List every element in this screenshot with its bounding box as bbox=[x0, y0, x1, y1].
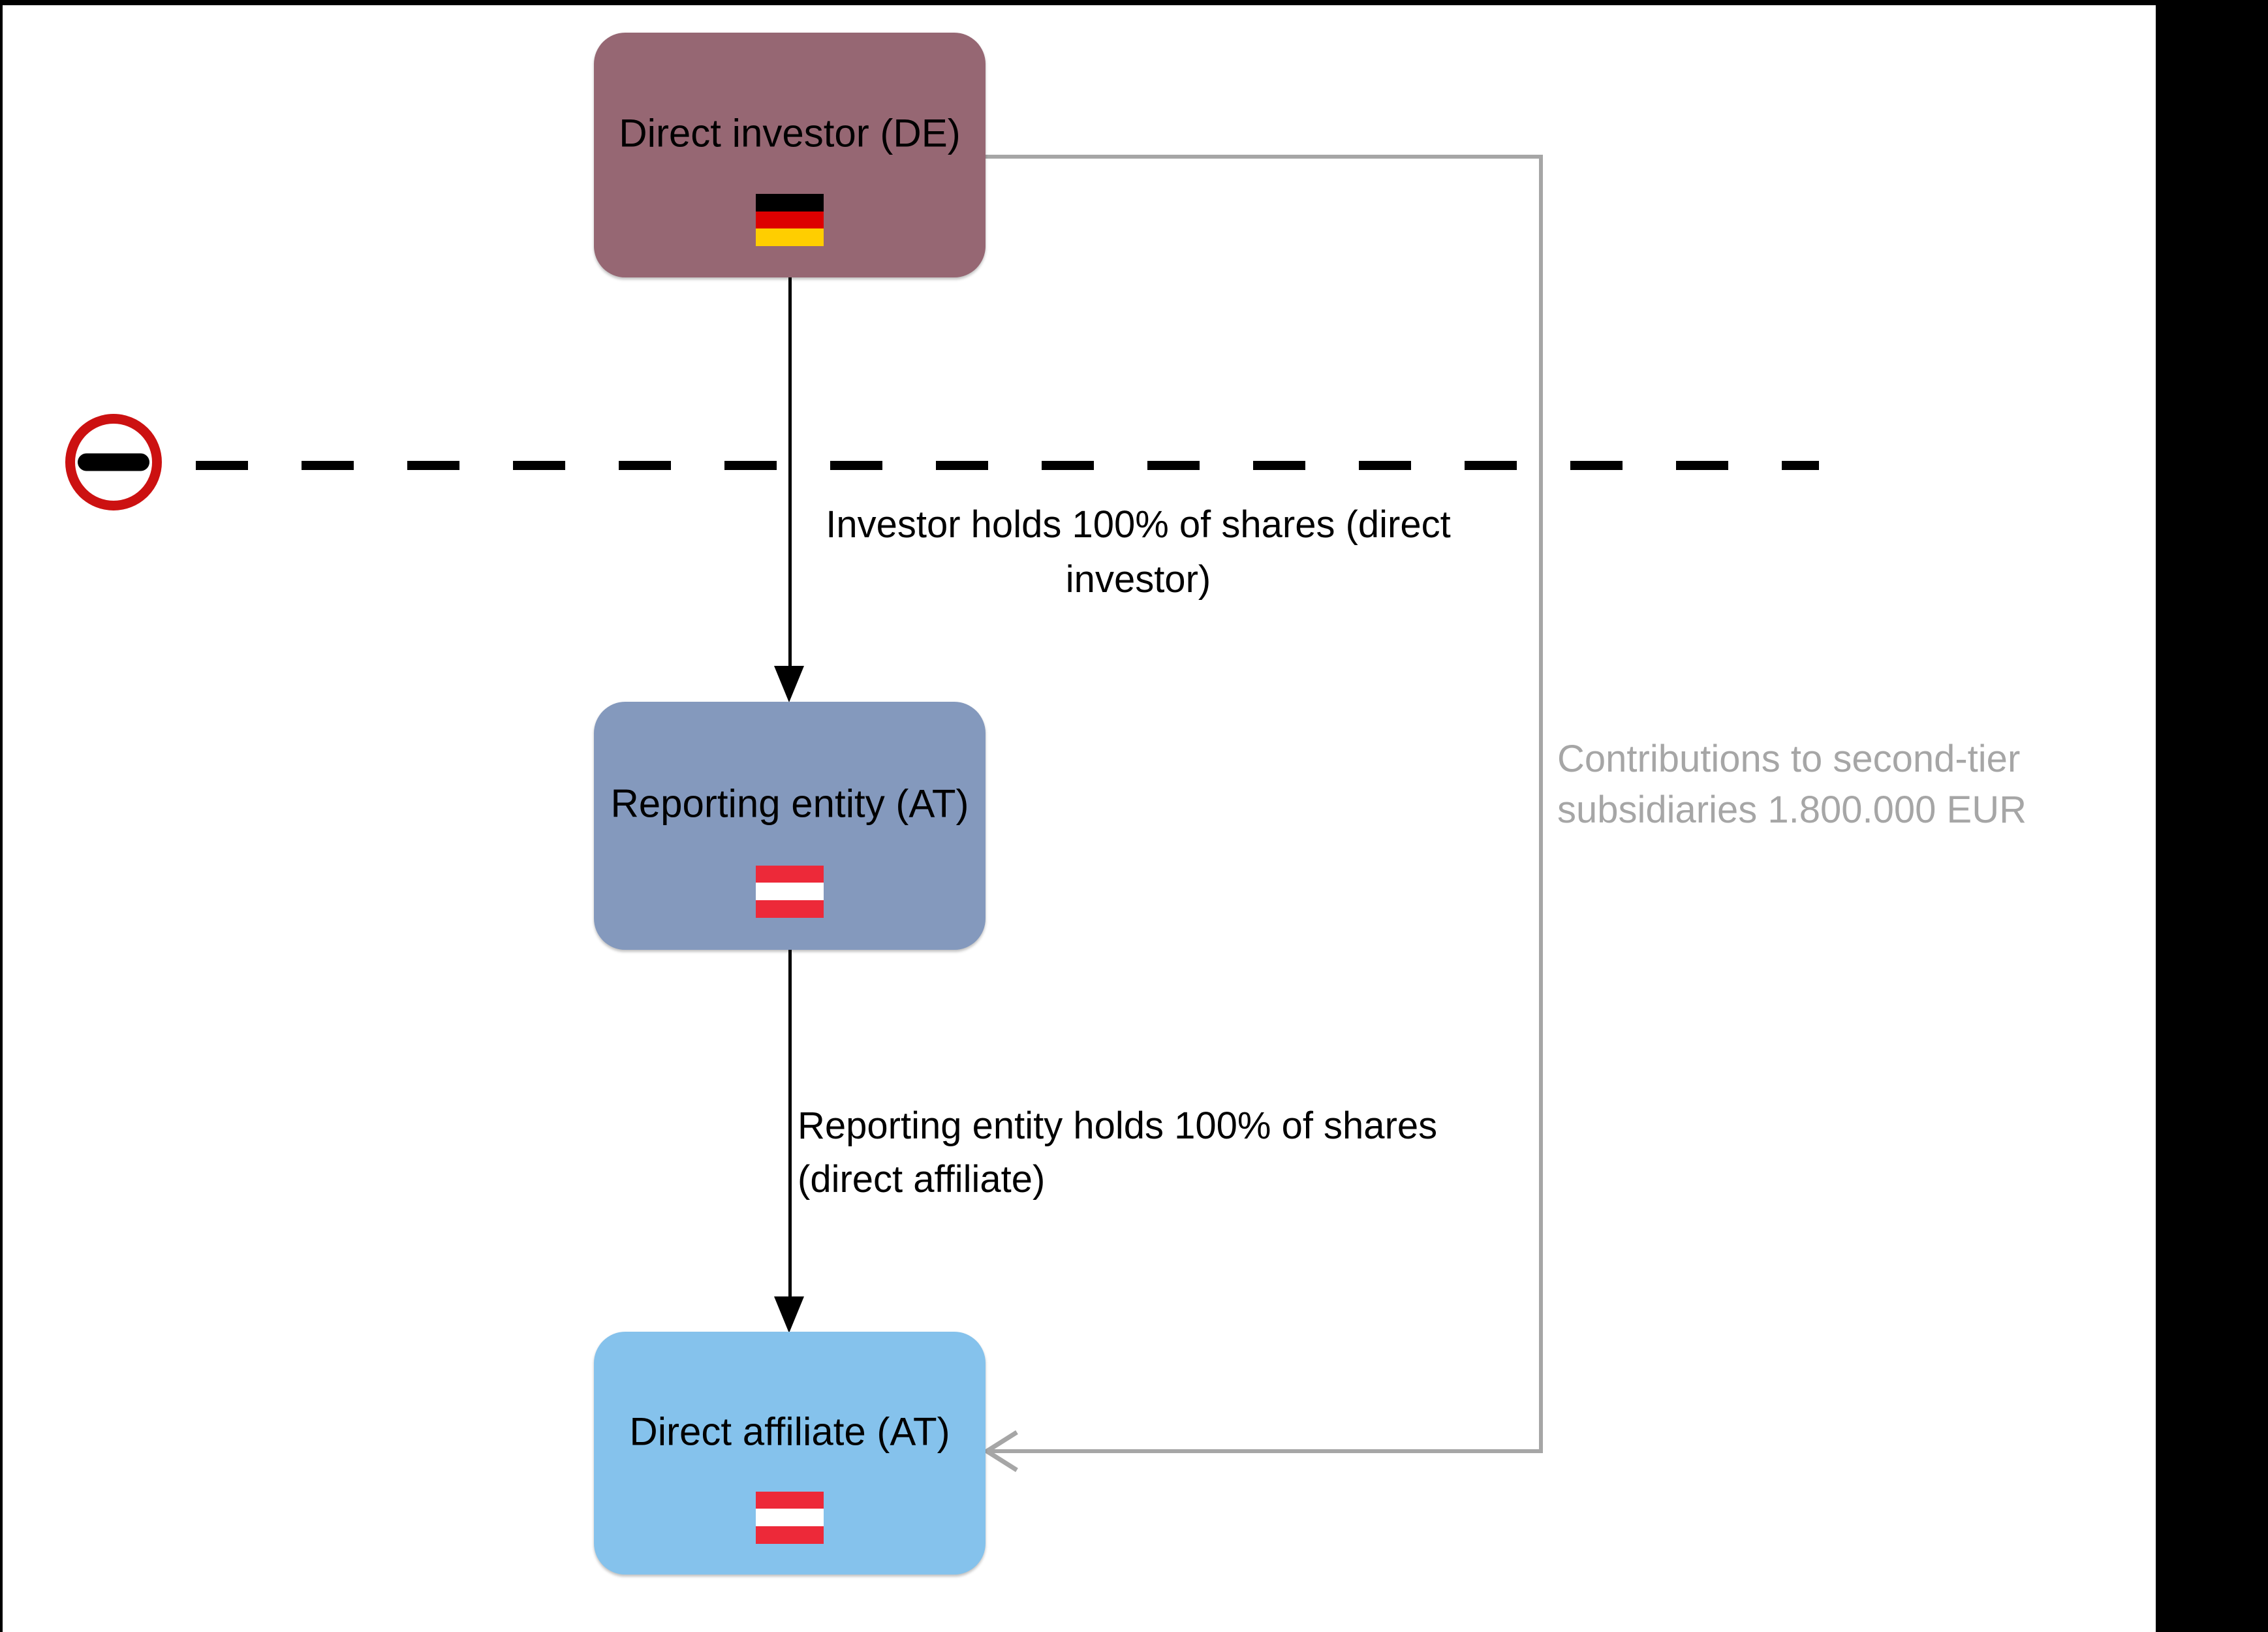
flag-stripe bbox=[756, 1526, 824, 1544]
flag-stripe bbox=[756, 900, 824, 918]
contribution-arrowhead-icon bbox=[982, 1430, 1018, 1472]
edge-label-reporting-holds: Reporting entity holds 100% of shares (d… bbox=[798, 1099, 1437, 1206]
edge-label-line: subsidiaries 1.800.000 EUR bbox=[1557, 789, 2027, 831]
edge-label-investor-holds: Investor holds 100% of shares (direct in… bbox=[812, 497, 1465, 607]
flag-stripe bbox=[756, 228, 824, 246]
ownership-arrow-reporting-head bbox=[774, 1296, 804, 1333]
frame-top-bar bbox=[0, 0, 2268, 5]
node-direct-affiliate: Direct affiliate (AT) bbox=[594, 1332, 986, 1575]
frame-left-bar bbox=[0, 0, 3, 1632]
edge-label-line: Investor holds 100% of shares (direct bbox=[826, 503, 1451, 546]
node-reporting-entity-label: Reporting entity (AT) bbox=[610, 781, 969, 826]
node-direct-investor: Direct investor (DE) bbox=[594, 33, 986, 277]
flag-stripe bbox=[756, 865, 824, 883]
country-border-dashed-line bbox=[196, 461, 1819, 470]
flag-stripe bbox=[756, 1491, 824, 1509]
frame-right-panel bbox=[2156, 0, 2268, 1632]
flag-stripe bbox=[756, 211, 824, 229]
austria-flag-icon bbox=[756, 1491, 824, 1544]
edge-label-line: Contributions to second-tier bbox=[1557, 738, 2021, 780]
node-direct-investor-label: Direct investor (DE) bbox=[619, 111, 961, 155]
edge-label-line: investor) bbox=[1065, 558, 1211, 601]
edge-label-line: (direct affiliate) bbox=[798, 1158, 1046, 1200]
germany-flag-icon bbox=[756, 193, 824, 246]
flag-stripe bbox=[756, 193, 824, 212]
flag-stripe bbox=[756, 883, 824, 901]
contribution-line-bottom bbox=[987, 1449, 1543, 1453]
ownership-arrow-reporting-line bbox=[788, 950, 792, 1298]
flag-stripe bbox=[756, 1509, 824, 1526]
edge-label-contributions: Contributions to second-tier subsidiarie… bbox=[1557, 734, 2027, 836]
contribution-line-vertical bbox=[1539, 155, 1543, 1453]
node-direct-affiliate-label: Direct affiliate (AT) bbox=[629, 1409, 950, 1454]
node-reporting-entity: Reporting entity (AT) bbox=[594, 702, 986, 950]
no-entry-bar bbox=[78, 453, 149, 471]
edge-label-line: Reporting entity holds 100% of shares bbox=[798, 1105, 1438, 1147]
contribution-line-top bbox=[986, 155, 1543, 159]
austria-flag-icon bbox=[756, 865, 824, 918]
ownership-arrow-investor-line bbox=[788, 277, 792, 667]
no-entry-icon bbox=[65, 414, 162, 510]
ownership-arrow-investor-head bbox=[774, 666, 804, 702]
